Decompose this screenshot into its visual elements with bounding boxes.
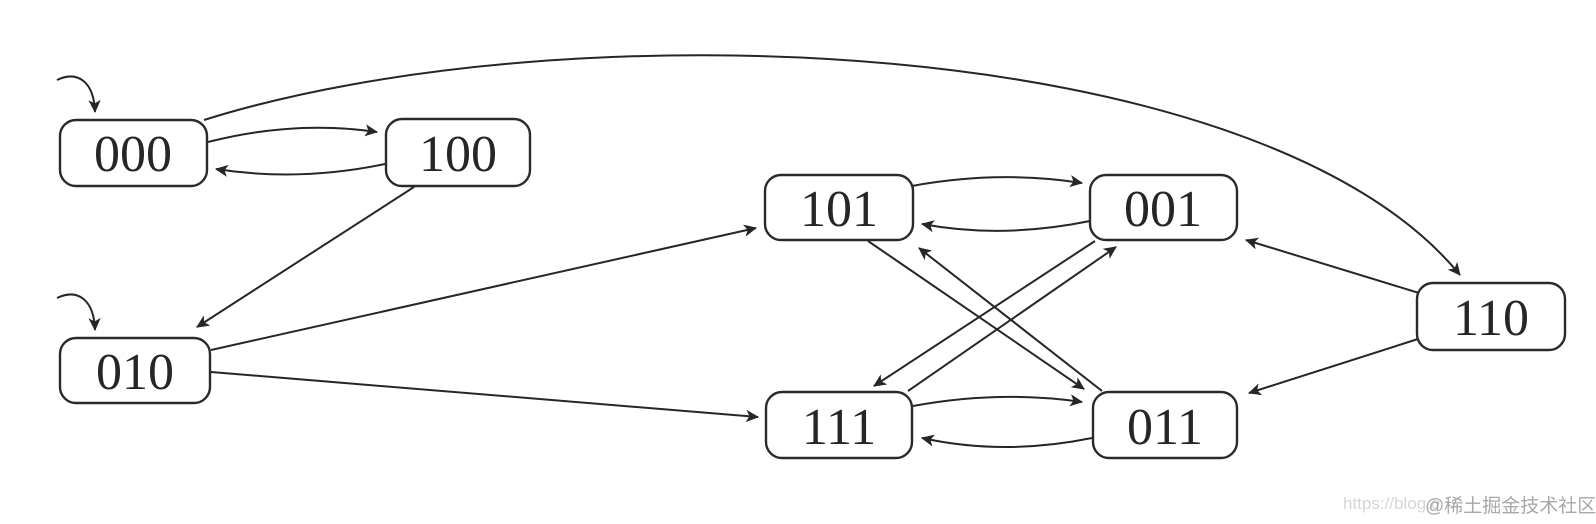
- watermark: https://blog.c @稀土掘金技术社区: [1343, 494, 1596, 517]
- node-101-label: 101: [800, 181, 878, 238]
- watermark-community: @稀土掘金技术社区: [1425, 495, 1596, 517]
- node-001-box: [1088, 173, 1239, 242]
- node-110: 110: [1415, 281, 1567, 352]
- node-000-label: 000: [94, 126, 172, 183]
- edge-001-101: [920, 220, 1091, 233]
- edge-000-110: [203, 54, 1461, 276]
- edge-100-010: [196, 186, 415, 328]
- edge-group: [56, 54, 1461, 448]
- edge-101-001: [911, 175, 1084, 188]
- edge-100-000: [214, 163, 386, 177]
- node-001-label: 001: [1124, 181, 1202, 238]
- node-011: 011: [1091, 390, 1239, 460]
- node-100: 100: [384, 117, 532, 188]
- node-111: 111: [764, 390, 914, 460]
- node-000: 000: [58, 118, 209, 188]
- edge-010-101: [210, 224, 758, 351]
- edge-000-100: [207, 124, 379, 143]
- node-100-box: [384, 117, 532, 188]
- node-111-label: 111: [802, 399, 876, 456]
- node-011-box: [1091, 390, 1239, 460]
- edge-010-111: [210, 371, 760, 423]
- node-011-label: 011: [1127, 399, 1203, 456]
- initial-arrow-010: [56, 293, 101, 332]
- node-010: 010: [58, 336, 212, 405]
- node-110-box: [1415, 281, 1567, 352]
- edge-110-011: [1248, 338, 1419, 396]
- watermark-url: https://blog.c: [1343, 494, 1440, 513]
- node-001: 001: [1088, 173, 1239, 242]
- edge-101-011: [867, 240, 1085, 390]
- initial-arrow-000: [56, 75, 101, 114]
- node-110-label: 110: [1453, 290, 1529, 347]
- node-101-box: [763, 173, 915, 242]
- node-000-box: [58, 118, 209, 188]
- node-111-box: [764, 390, 914, 460]
- node-100-label: 100: [419, 126, 497, 183]
- edge-011-111: [920, 434, 1093, 448]
- edge-111-001: [907, 246, 1117, 392]
- edge-110-001: [1245, 237, 1420, 294]
- node-010-label: 010: [96, 344, 174, 401]
- edge-111-011: [912, 394, 1084, 407]
- node-101: 101: [763, 173, 915, 242]
- node-010-box: [58, 336, 212, 405]
- edge-001-111: [873, 240, 1096, 387]
